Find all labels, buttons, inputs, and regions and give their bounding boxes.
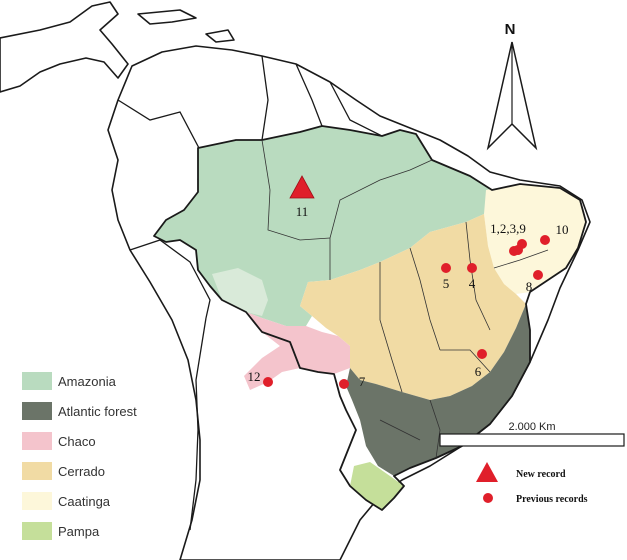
legend-previous-records-label: Previous records: [516, 494, 588, 505]
brazil-biomes: [154, 126, 586, 510]
previous-record-marker: [467, 263, 477, 273]
legend-new-record-icon: [476, 462, 498, 482]
record-label-8: 8: [526, 279, 533, 294]
legend-swatch-amazonia: [22, 372, 52, 390]
previous-record-marker: [533, 270, 543, 280]
previous-record-marker: [339, 379, 349, 389]
biome-legend: Amazonia Atlantic forest Chaco Cerrado C…: [22, 372, 137, 540]
biome-chaco: [244, 312, 350, 390]
new-record-marker: [289, 175, 315, 199]
legend-label-cerrado: Cerrado: [58, 464, 105, 479]
record-legend: New record Previous records: [476, 462, 588, 505]
legend-swatch-chaco: [22, 432, 52, 450]
legend-swatch-pampa: [22, 522, 52, 540]
legend-swatch-atlantic-forest: [22, 402, 52, 420]
previous-record-marker: [263, 377, 273, 387]
record-markers: 11 1,2,3,9 10 5 4 8 6 7 12: [248, 175, 569, 389]
legend-label-pampa: Pampa: [58, 524, 100, 539]
record-label-11: 11: [296, 204, 309, 219]
pale-amazon-inset: [212, 268, 268, 316]
record-label-5: 5: [443, 276, 450, 291]
country-borders: [117, 55, 383, 531]
legend-swatch-cerrado: [22, 462, 52, 480]
record-label-4: 4: [469, 276, 476, 291]
caribbean-island-outline: [137, 9, 197, 25]
legend-previous-record-icon: [483, 493, 493, 503]
brazil-border: [153, 125, 587, 511]
scale-label: 2.000 Km: [508, 421, 555, 433]
legend-label-chaco: Chaco: [58, 434, 96, 449]
record-label-7: 7: [359, 374, 366, 389]
biome-pampa: [350, 462, 404, 510]
biome-atlantic-forest: [346, 304, 530, 476]
legend-label-caatinga: Caatinga: [58, 494, 111, 509]
record-label-12: 12: [248, 369, 261, 384]
biome-caatinga: [484, 184, 586, 294]
previous-record-marker: [540, 235, 550, 245]
record-label-10: 10: [556, 222, 569, 237]
record-label-1-2-3-9: 1,2,3,9: [490, 221, 526, 236]
legend-swatch-caatinga: [22, 492, 52, 510]
previous-record-marker: [477, 349, 487, 359]
central-america-outline: [0, 1, 129, 93]
biome-cerrado: [300, 214, 526, 400]
north-arrow: N: [486, 21, 538, 151]
legend-label-amazonia: Amazonia: [58, 374, 117, 389]
legend-label-atlantic-forest: Atlantic forest: [58, 404, 137, 419]
record-label-6: 6: [475, 364, 482, 379]
state-borders: [261, 139, 549, 459]
scale-bar: 2.000 Km: [439, 421, 625, 447]
previous-record-marker: [441, 263, 451, 273]
north-label: N: [505, 21, 516, 38]
legend-new-record-label: New record: [516, 469, 566, 480]
previous-record-marker: [513, 245, 523, 255]
caribbean-island-outline-2: [205, 29, 235, 43]
